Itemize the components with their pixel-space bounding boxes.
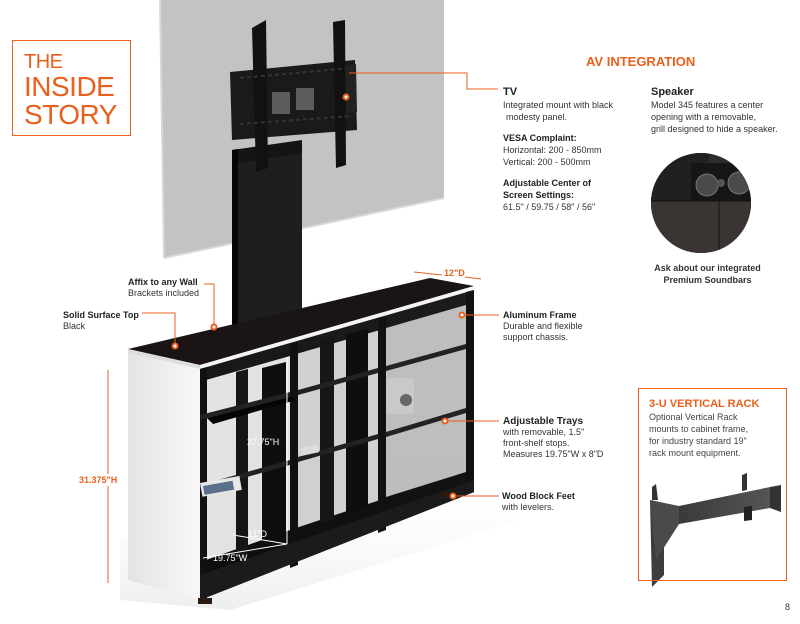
center-values: 61.5" / 59.75 / 58" / 56" (503, 202, 596, 212)
affix-callout: Affix to any Wall Brackets included (128, 277, 199, 299)
rack-description: Optional Vertical Rack mounts to cabinet… (649, 411, 779, 459)
speaker-line-2: opening with a removable, (651, 112, 757, 122)
title-line-2: INSIDE (24, 71, 115, 102)
frame-line-2: support chassis. (503, 332, 569, 342)
tv-mount-text: Integrated mount with black modesty pane… (503, 99, 643, 123)
vertical-rack-image (650, 473, 781, 587)
av-integration-heading: AV INTEGRATION (586, 54, 696, 69)
cabinet-side (128, 353, 200, 600)
feet-text: with levelers. (502, 502, 555, 512)
feet-callout: Wood Block Feet with levelers. (502, 491, 575, 513)
speaker-driver-left (695, 173, 719, 197)
frame-title: Aluminum Frame (503, 310, 577, 320)
trays-line-2: front-shelf stops. (503, 438, 570, 448)
callout-dots (171, 93, 466, 500)
trays-title: Adjustable Trays (503, 416, 584, 427)
center-heading-1: Adjustable Center of (503, 178, 592, 188)
trays-callout-dot (441, 417, 449, 425)
speaker-description: Speaker Model 345 features a center open… (651, 86, 800, 135)
feet-callout-dot (449, 492, 457, 500)
tv-description: TV Integrated mount with black modesty p… (503, 86, 643, 213)
speaker-title: Speaker (651, 86, 694, 98)
feet-title: Wood Block Feet (502, 491, 575, 501)
rack-line-3: for industry standard 19" (649, 436, 747, 446)
center-settings: Adjustable Center of Screen Settings: 61… (503, 177, 643, 213)
cabinet (128, 278, 474, 604)
rack-line-4: rack mount equipment. (649, 448, 741, 458)
tv-title: TV (503, 86, 518, 98)
trays-callout: Adjustable Trays with removable, 1.5" fr… (503, 416, 603, 460)
soundbar-caption-line-2: Premium Soundbars (663, 275, 752, 285)
affix-title: Affix to any Wall (128, 277, 198, 287)
frame-callout-dot (458, 311, 466, 319)
inside-story-title-box: THE INSIDE STORY (12, 40, 131, 136)
top-callout-dot (171, 342, 179, 350)
tv-mount (230, 20, 357, 172)
depth-inner-dimension: 11"D (248, 529, 268, 539)
interior-dimension-lines (202, 357, 288, 559)
depth-top-dimension: 12"D (444, 268, 465, 278)
affix-leader-line (204, 283, 215, 325)
cabinet-top (128, 278, 474, 365)
vesa-horizontal: Horizontal: 200 - 850mm (503, 145, 602, 155)
top-leader-line (142, 312, 176, 346)
affix-text: Brackets included (128, 288, 200, 298)
width-inner-dimension: 19.75"W (213, 553, 248, 563)
tv-desc-line-2: modesty panel. (506, 112, 568, 122)
trays-line-3: Measures 19.75"W x 8"D (503, 449, 604, 459)
speaker-line-1: Model 345 features a center (651, 100, 764, 110)
frame-line-1: Durable and flexible (503, 321, 583, 331)
trays-line-1: with removable, 1.5" (503, 427, 585, 437)
tv-leader-line (349, 72, 498, 90)
depth-dimension-line-right (464, 276, 482, 280)
affix-callout-dot (210, 323, 218, 331)
modesty-panel (232, 140, 302, 345)
vesa-vertical: Vertical: 200 - 500mm (503, 157, 591, 167)
speaker-line-3: grill designed to hide a speaker. (651, 124, 778, 134)
page-number: 8 (785, 602, 791, 612)
soundbar-caption-line-1: Ask about our integrated (654, 263, 761, 273)
soundbar-photo (651, 153, 751, 253)
frame-callout: Aluminum Frame Durable and flexible supp… (503, 310, 583, 343)
rack-line-2: mounts to cabinet frame, (649, 424, 749, 434)
vertical-rack-box: 3-U VERTICAL RACK Optional Vertical Rack… (638, 388, 787, 581)
height-inner-dimension: 27.75"H (247, 437, 280, 447)
tv-callout-dot (342, 93, 350, 101)
top-callout: Solid Surface Top Black (63, 310, 139, 332)
vesa-heading: VESA Complaint: (503, 133, 577, 143)
title-line-1: THE (24, 51, 63, 73)
center-heading-2: Screen Settings: (503, 190, 575, 200)
rack-line-1: Optional Vertical Rack (649, 412, 738, 422)
depth-dimension-line-left (413, 271, 443, 276)
top-title: Solid Surface Top (63, 310, 139, 320)
title-line-3: STORY (24, 99, 117, 130)
vesa-info: VESA Complaint: Horizontal: 200 - 850mm … (503, 132, 643, 168)
height-total-dimension: 31.375"H (79, 474, 118, 486)
tv-desc-line-1: Integrated mount with black (503, 100, 614, 110)
rack-title: 3-U VERTICAL RACK (649, 398, 760, 410)
top-text: Black (63, 321, 86, 331)
soundbar-caption: Ask about our integrated Premium Soundba… (651, 262, 764, 286)
